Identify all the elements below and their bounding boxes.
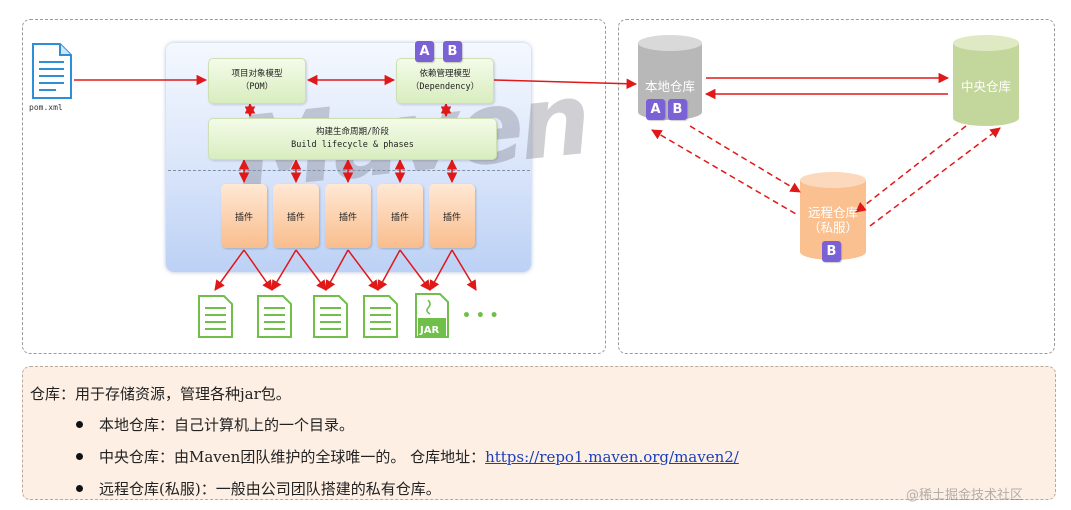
maven-structure-panel <box>22 19 606 354</box>
local-repo-label: 本地仓库 <box>644 79 695 94</box>
local-artifact-b-badge: B <box>668 99 687 120</box>
desc-text: 中央仓库：由Maven团队维护的全球唯一的。 仓库地址： <box>99 448 486 466</box>
remote-artifact-b-badge: B <box>822 241 841 262</box>
artifact-b-badge: B <box>443 41 462 62</box>
description-title: 仓库：用于存储资源，管理各种jar包。 <box>30 385 291 403</box>
remote-repo-subtitle: （私服） <box>807 220 858 235</box>
desc-item-local: 本地仓库：自己计算机上的一个目录。 <box>76 414 354 435</box>
plugin-box: 插件 <box>429 184 475 248</box>
plugin-box: 插件 <box>377 184 423 248</box>
remote-repo-title: 远程仓库 <box>807 205 858 220</box>
jar-file-icon <box>415 293 449 338</box>
pom-model-title: 项目对象模型 <box>231 69 283 79</box>
remote-repo-label: 远程仓库 （私服） <box>800 205 866 235</box>
dependency-model-subtitle: （Dependency） <box>410 82 480 92</box>
bullet-icon <box>76 484 83 492</box>
remote-repo-cylinder <box>800 172 866 260</box>
pom-file-icon <box>32 43 72 99</box>
desc-item-central: 中央仓库：由Maven团队维护的全球唯一的。 仓库地址：https://repo… <box>76 446 739 467</box>
description-box <box>22 366 1056 500</box>
central-repo-label: 中央仓库 <box>960 79 1011 94</box>
pom-filename: pom.xml <box>29 103 63 112</box>
doc-icon <box>257 295 292 338</box>
dependency-model-box: 依赖管理模型 （Dependency） <box>396 58 494 104</box>
desc-text: 本地仓库：自己计算机上的一个目录。 <box>99 416 355 434</box>
lifecycle-subtitle: Build lifecycle & phases <box>291 140 414 150</box>
central-repo-cylinder <box>953 35 1019 126</box>
bullet-icon <box>76 452 83 460</box>
lifecycle-box: 构建生命周期/阶段 Build lifecycle & phases <box>208 118 497 160</box>
more-outputs-dots: • • • <box>462 308 499 324</box>
plugin-box: 插件 <box>273 184 319 248</box>
repository-panel <box>618 19 1055 354</box>
site-watermark: @稀土掘金技术社区 <box>906 488 1024 503</box>
maven-arrows <box>74 74 638 291</box>
plugin-box: 插件 <box>221 184 267 248</box>
local-artifact-a-badge: A <box>646 99 665 120</box>
plugin-box: 插件 <box>325 184 371 248</box>
repo-arrows <box>651 72 1001 227</box>
output-doc-icons <box>198 293 449 338</box>
desc-item-remote: 远程仓库(私服)：一般由公司团队搭建的私有仓库。 <box>76 478 441 499</box>
desc-text: 远程仓库(私服)：一般由公司团队搭建的私有仓库。 <box>99 480 441 498</box>
jar-label: JAR <box>419 325 439 336</box>
central-repo-link[interactable]: https://repo1.maven.org/maven2/ <box>485 448 739 466</box>
lifecycle-title: 构建生命周期/阶段 <box>315 127 390 137</box>
pom-model-box: 项目对象模型 （POM） <box>208 58 306 104</box>
artifact-a-badge: A <box>415 41 434 62</box>
pom-model-subtitle: （POM） <box>240 82 274 92</box>
doc-icon <box>363 295 398 338</box>
dependency-model-title: 依赖管理模型 <box>419 69 471 79</box>
bullet-icon <box>76 420 83 428</box>
doc-icon <box>198 295 233 338</box>
doc-icon <box>313 295 348 338</box>
